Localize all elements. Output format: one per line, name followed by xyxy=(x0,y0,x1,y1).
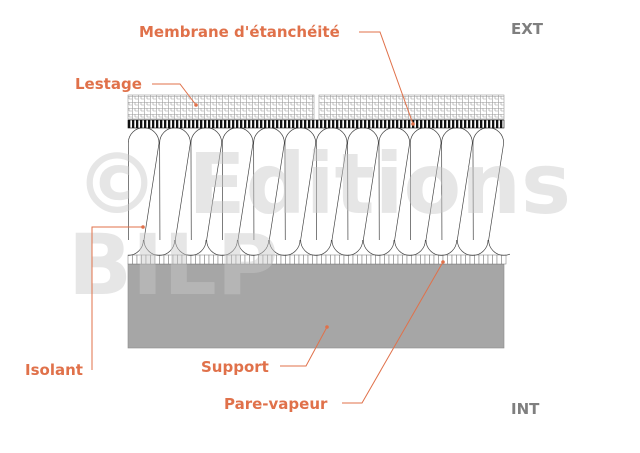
vapour-barrier-cell xyxy=(330,254,336,265)
vapour-barrier-cell xyxy=(397,254,403,265)
vapour-barrier-cell xyxy=(474,254,480,265)
label-int: INT xyxy=(511,400,540,418)
vapour-barrier-cell xyxy=(366,254,372,265)
vapour-barrier-cell xyxy=(343,254,349,265)
vapour-barrier-cell xyxy=(312,254,318,265)
vapour-barrier-cell xyxy=(388,254,394,265)
vapour-barrier-cell xyxy=(393,254,399,265)
leader-lines xyxy=(91,31,445,404)
ballast-slab-left xyxy=(127,94,315,120)
label-ext: EXT xyxy=(511,20,544,38)
vapour-barrier-cell xyxy=(370,254,376,265)
vapour-barrier-cell xyxy=(483,254,489,265)
vapour-barrier-cell xyxy=(492,254,498,265)
watermark-line1: © Editions xyxy=(75,135,571,233)
vapour-barrier-cell xyxy=(321,254,327,265)
vapour-barrier-cell xyxy=(429,254,435,265)
vapour-barrier-cell xyxy=(303,254,309,265)
vapour-barrier-cell xyxy=(465,254,471,265)
label-support: Support xyxy=(201,358,269,376)
support-slab xyxy=(127,263,505,349)
vapour-barrier-cell xyxy=(460,254,466,265)
vapour-barrier-cell xyxy=(316,254,322,265)
ballast-slab-right xyxy=(318,94,505,120)
vapour-barrier-cell xyxy=(469,254,475,265)
vapour-barrier-cell xyxy=(447,254,453,265)
vapour-barrier-cell xyxy=(411,254,417,265)
vapour-barrier-cell xyxy=(433,254,439,265)
label-membrane: Membrane d'étanchéité xyxy=(139,23,340,41)
vapour-barrier-cell xyxy=(384,254,390,265)
vapour-barrier-cell xyxy=(478,254,484,265)
insulation-layer xyxy=(128,128,510,256)
vapour-barrier-layer xyxy=(127,254,507,265)
watermark-line2: BILP xyxy=(68,216,278,314)
vapour-barrier-cell xyxy=(406,254,412,265)
vapour-barrier-cell xyxy=(289,254,295,265)
waterproof-membrane xyxy=(127,119,505,129)
vapour-barrier-cell xyxy=(298,254,304,265)
vapour-barrier-cell xyxy=(325,254,331,265)
vapour-barrier-cell xyxy=(352,254,358,265)
vapour-barrier-cell xyxy=(285,254,291,265)
label-pare-vapeur: Pare-vapeur xyxy=(224,395,328,413)
vapour-barrier-cell xyxy=(375,254,381,265)
vapour-barrier-cell xyxy=(280,254,286,265)
vapour-barrier-cell xyxy=(501,254,507,265)
vapour-barrier-cell xyxy=(424,254,430,265)
vapour-barrier-cell xyxy=(339,254,345,265)
label-isolant: Isolant xyxy=(25,361,83,379)
vapour-barrier-cell xyxy=(402,254,408,265)
vapour-barrier-cell xyxy=(307,254,313,265)
label-lestage: Lestage xyxy=(75,75,142,93)
vapour-barrier-cell xyxy=(379,254,385,265)
vapour-barrier-cell xyxy=(496,254,502,265)
vapour-barrier-cell xyxy=(348,254,354,265)
vapour-barrier-cell xyxy=(294,254,300,265)
vapour-barrier-cell xyxy=(361,254,367,265)
vapour-barrier-cell xyxy=(451,254,457,265)
vapour-barrier-cell xyxy=(334,254,340,265)
vapour-barrier-cell xyxy=(357,254,363,265)
vapour-barrier-cell xyxy=(415,254,421,265)
vapour-barrier-cell xyxy=(456,254,462,265)
vapour-barrier-cell xyxy=(420,254,426,265)
vapour-barrier-cell xyxy=(487,254,493,265)
